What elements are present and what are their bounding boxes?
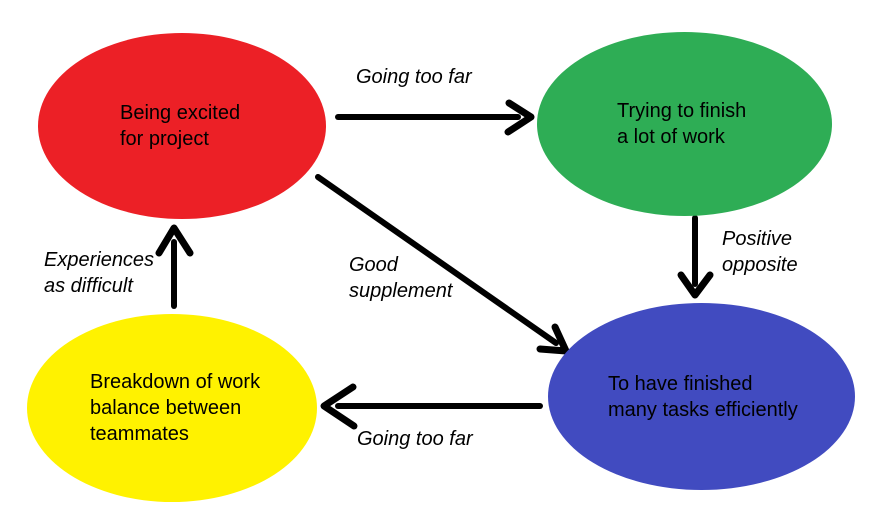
node-finished-tasks: To have finished many tasks efficiently [548, 303, 855, 490]
node-finished-tasks-label: To have finished many tasks efficiently [608, 371, 798, 423]
edge-label-positive-opposite: Positive opposite [722, 226, 798, 278]
arrow-finished-to-breakdown [320, 383, 543, 430]
arrow-trying-to-finished [677, 215, 714, 299]
node-label-line: Being excited [120, 102, 241, 124]
edge-label-line: as difficult [44, 275, 133, 297]
edge-label-experiences-as-difficult: Experiences as difficult [44, 247, 154, 299]
edge-label-line: Experiences [44, 249, 155, 271]
arrow-excited-to-trying [335, 99, 535, 136]
edge-label-good-supplement: Good supplement [349, 252, 452, 304]
edge-label-line: Going too far [357, 428, 473, 450]
node-trying-to-finish: Trying to finish a lot of work [537, 32, 832, 216]
node-being-excited-label: Being excited for project [120, 100, 240, 152]
arrow-breakdown-to-excited [155, 224, 194, 309]
edge-label-line: Positive [722, 228, 793, 250]
node-breakdown: Breakdown of work balance between teamma… [27, 314, 317, 502]
node-label-line: many tasks efficiently [608, 398, 798, 421]
node-label-line: a lot of work [617, 126, 725, 148]
node-trying-to-finish-label: Trying to finish a lot of work [617, 98, 746, 150]
node-breakdown-label: Breakdown of work balance between teamma… [90, 369, 260, 447]
edge-label-going-too-far-top: Going too far [356, 64, 472, 90]
edge-label-going-too-far-bottom: Going too far [357, 426, 473, 452]
node-label-line: To have finished [608, 372, 753, 395]
edge-label-line: supplement [349, 280, 453, 302]
node-label-line: Trying to finish [617, 100, 747, 122]
edge-label-line: Going too far [356, 66, 472, 88]
node-label-line: teammates [90, 423, 189, 445]
node-label-line: for project [120, 128, 209, 150]
node-label-line: Breakdown of work [90, 371, 261, 393]
node-being-excited: Being excited for project [38, 33, 326, 219]
edge-label-line: opposite [722, 254, 798, 276]
edge-label-line: Good [349, 254, 398, 276]
node-label-line: balance between [90, 397, 242, 419]
